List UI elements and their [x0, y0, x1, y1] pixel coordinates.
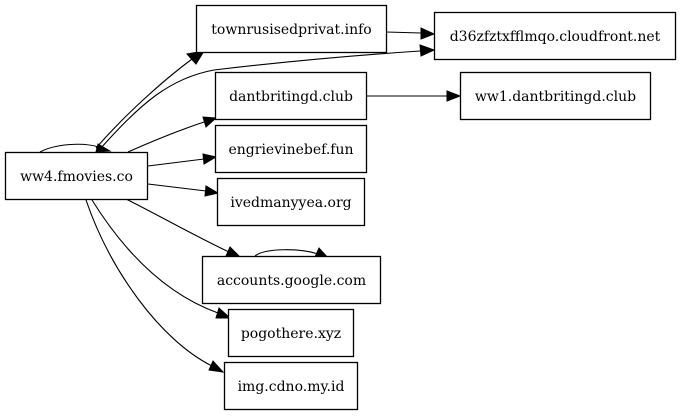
- node-label: engrievinebef.fun: [228, 142, 353, 158]
- node-label: d36zfztxfflmqo.cloudfront.net: [450, 29, 661, 45]
- edge-ww4-fmovies-to-engrievinebef: [147, 153, 218, 167]
- node-townrusisedprivat[interactable]: townrusisedprivat.info: [195, 4, 388, 54]
- node-label: dantbritingd.club: [229, 89, 353, 105]
- edge-ww4-fmovies-to-pogothere: [91, 199, 232, 319]
- node-label: pogothere.xyz: [241, 326, 341, 342]
- node-engrievinebef[interactable]: engrievinebef.fun: [214, 124, 368, 174]
- node-label: img.cdno.my.id: [238, 379, 345, 395]
- edge-ww4-fmovies-to-cloudfront: [100, 44, 436, 149]
- node-label: ivedmanyyea.org: [230, 195, 351, 211]
- node-label: ww1.dantbritingd.club: [475, 89, 636, 105]
- edge-ww4-fmovies-to-img-cdno: [85, 199, 225, 373]
- edge-dantbritingd-to-ww1-dantbritingd: [367, 90, 462, 102]
- node-ww4-fmovies[interactable]: ww4.fmovies.co: [4, 151, 149, 201]
- node-cloudfront[interactable]: d36zfztxfflmqo.cloudfront.net: [433, 11, 677, 61]
- node-dantbritingd[interactable]: dantbritingd.club: [214, 71, 368, 121]
- edge-ww4-fmovies-to-townrusisedprivat: [95, 50, 206, 149]
- node-label: townrusisedprivat.info: [211, 22, 371, 38]
- node-ww1-dantbritingd[interactable]: ww1.dantbritingd.club: [459, 71, 652, 121]
- node-accounts-google[interactable]: accounts.google.com: [201, 255, 382, 305]
- node-label: accounts.google.com: [217, 273, 366, 289]
- node-img-cdno[interactable]: img.cdno.my.id: [223, 361, 359, 411]
- edge-ww4-fmovies-self: [39, 143, 112, 153]
- edge-townrusisedprivat-to-cloudfront: [385, 27, 436, 40]
- node-label: ww4.fmovies.co: [20, 169, 133, 185]
- node-ivedmanyyea[interactable]: ivedmanyyea.org: [216, 177, 366, 227]
- node-pogothere[interactable]: pogothere.xyz: [227, 308, 355, 358]
- edge-ww4-fmovies-to-dantbritingd: [127, 116, 218, 153]
- edge-ww4-fmovies-to-ivedmanyyea: [147, 183, 220, 197]
